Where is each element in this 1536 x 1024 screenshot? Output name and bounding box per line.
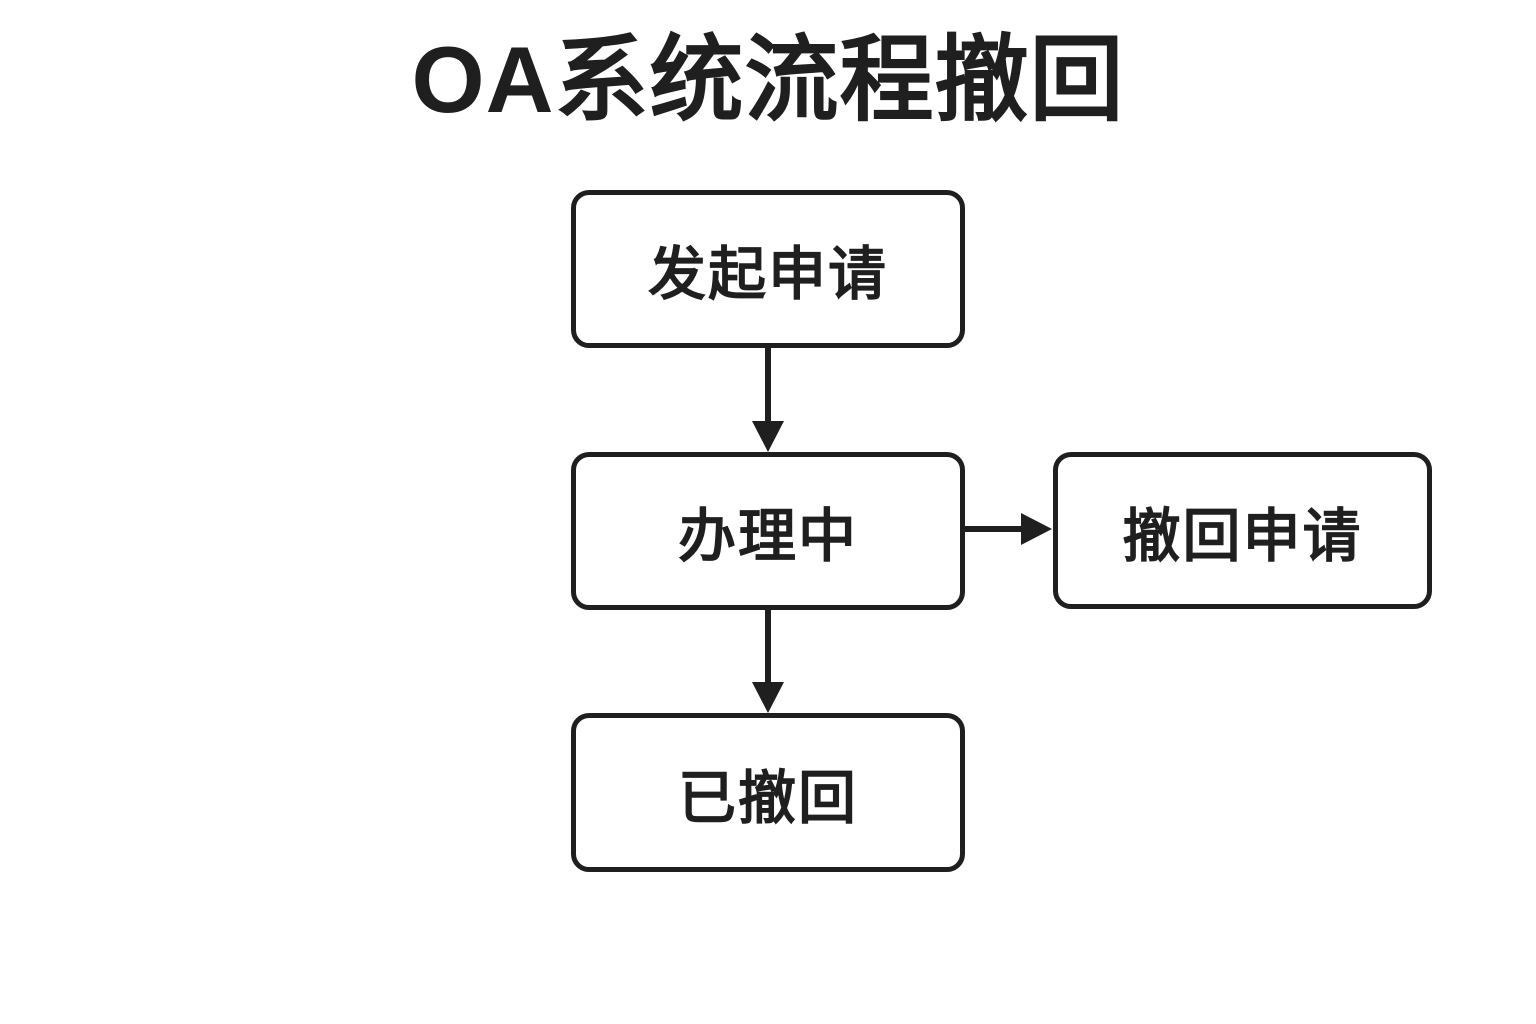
flow-node-withdrawn: 已撤回: [571, 713, 965, 872]
flow-node-processing: 办理中: [571, 452, 965, 610]
diagram-title: OA系统流程撤回: [411, 27, 1125, 132]
flow-node-withdraw-request: 撤回申请: [1053, 452, 1432, 609]
arrow-processing-to-withdraw-request: [965, 513, 1052, 545]
arrow-processing-to-withdrawn: [752, 609, 784, 713]
flow-node-start: 发起申请: [571, 190, 965, 348]
flow-node-withdraw-request-label: 撤回申请: [1122, 503, 1363, 569]
flow-node-processing-label: 办理中: [677, 504, 858, 569]
flow-node-start-label: 发起申请: [647, 242, 888, 307]
flow-node-withdrawn-label: 已撤回: [677, 765, 858, 831]
arrow-start-to-processing: [752, 347, 784, 452]
